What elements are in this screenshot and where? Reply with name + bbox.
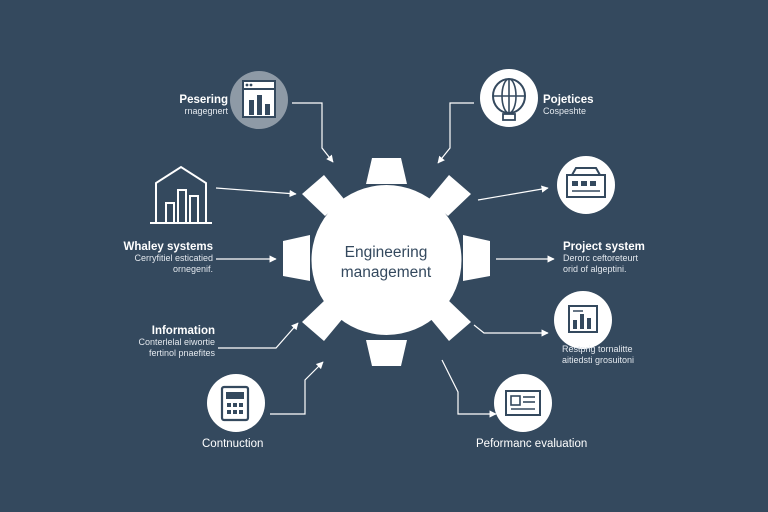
- node-mid-left-sub2: ornegenif.: [172, 264, 213, 274]
- center-label-line2: management: [340, 264, 432, 281]
- globe-icon: [480, 69, 538, 127]
- node-mid-left-title: Whaley systems: [123, 241, 214, 253]
- center-label-line1: Engineering: [344, 244, 428, 261]
- node-top-left-label: Pesering rnagegnert: [179, 94, 228, 117]
- browser-chart-icon: [230, 71, 288, 129]
- node-bottom-right-label: Peformanc evaluation: [476, 438, 587, 450]
- connector-lower-left: [218, 322, 299, 349]
- node-mid-right-title: Project system: [563, 241, 645, 253]
- gear-tooth-left: [283, 235, 310, 281]
- node-lower-right-sub1: Restprig tornalitte: [562, 344, 633, 354]
- building-chart-icon: [150, 165, 212, 224]
- report-card-icon: [494, 374, 552, 432]
- connector-mid-right-upper: [477, 185, 549, 201]
- node-mid-left-label: Whaley systems Cerryfitiel esticatied or…: [124, 241, 214, 275]
- gear-tooth-top: [366, 158, 407, 184]
- gear-tooth-bottom: [366, 340, 407, 366]
- gear-tooth-top-left: [302, 175, 344, 216]
- gear-tooth-right: [463, 235, 490, 281]
- node-lower-left-title: Information: [151, 325, 215, 337]
- node-lower-left-sub1: Conterlelal eiwortie: [138, 337, 215, 347]
- connector-mid-left-upper: [215, 187, 297, 198]
- node-top-right-sub1: Cospeshte: [543, 106, 587, 116]
- connector-bottom-left: [270, 361, 324, 415]
- node-lower-left-sub2: fertinol pnaefites: [148, 348, 215, 358]
- connector-top-left: [292, 102, 334, 163]
- central-gear: [283, 158, 490, 366]
- node-lower-right-label: Restprig tornalitte aitiedsti grosuitoni: [562, 344, 634, 366]
- connectors: [215, 102, 555, 418]
- gear-tooth-top-right: [429, 175, 471, 216]
- node-bottom-right-title: Peformanc evaluation: [476, 438, 588, 450]
- node-bottom-left-title: Contnuction: [202, 438, 264, 450]
- node-top-left-title: Pesering: [179, 94, 228, 106]
- gear-body: [311, 185, 462, 335]
- node-top-right-label: Pojetices Cospeshte: [543, 94, 594, 117]
- document-keypad-icon: [207, 374, 265, 432]
- bar-chart-icon: [554, 291, 612, 349]
- connector-bottom-right: [441, 359, 497, 418]
- node-mid-left-sub1: Cerryfitiel esticatied: [134, 253, 213, 263]
- node-lower-right-sub2: aitiedsti grosuitoni: [562, 355, 635, 365]
- node-mid-right-label: Project system Derorc ceftoreteurt orid …: [563, 241, 645, 275]
- node-bottom-left-label: Contnuction: [202, 438, 263, 450]
- connector-top-right: [437, 102, 474, 164]
- connector-lower-right: [473, 324, 549, 337]
- dashboard-icon: [557, 156, 615, 214]
- node-mid-right-sub2: orid of algeptini.: [563, 264, 627, 274]
- node-mid-right-sub1: Derorc ceftoreteurt: [563, 253, 639, 263]
- center-label: Engineering management: [316, 243, 456, 283]
- node-lower-left-label: Information Conterlelal eiwortie fertino…: [138, 325, 215, 359]
- node-top-left-sub1: rnagegnert: [184, 106, 228, 116]
- node-top-right-title: Pojetices: [543, 94, 594, 106]
